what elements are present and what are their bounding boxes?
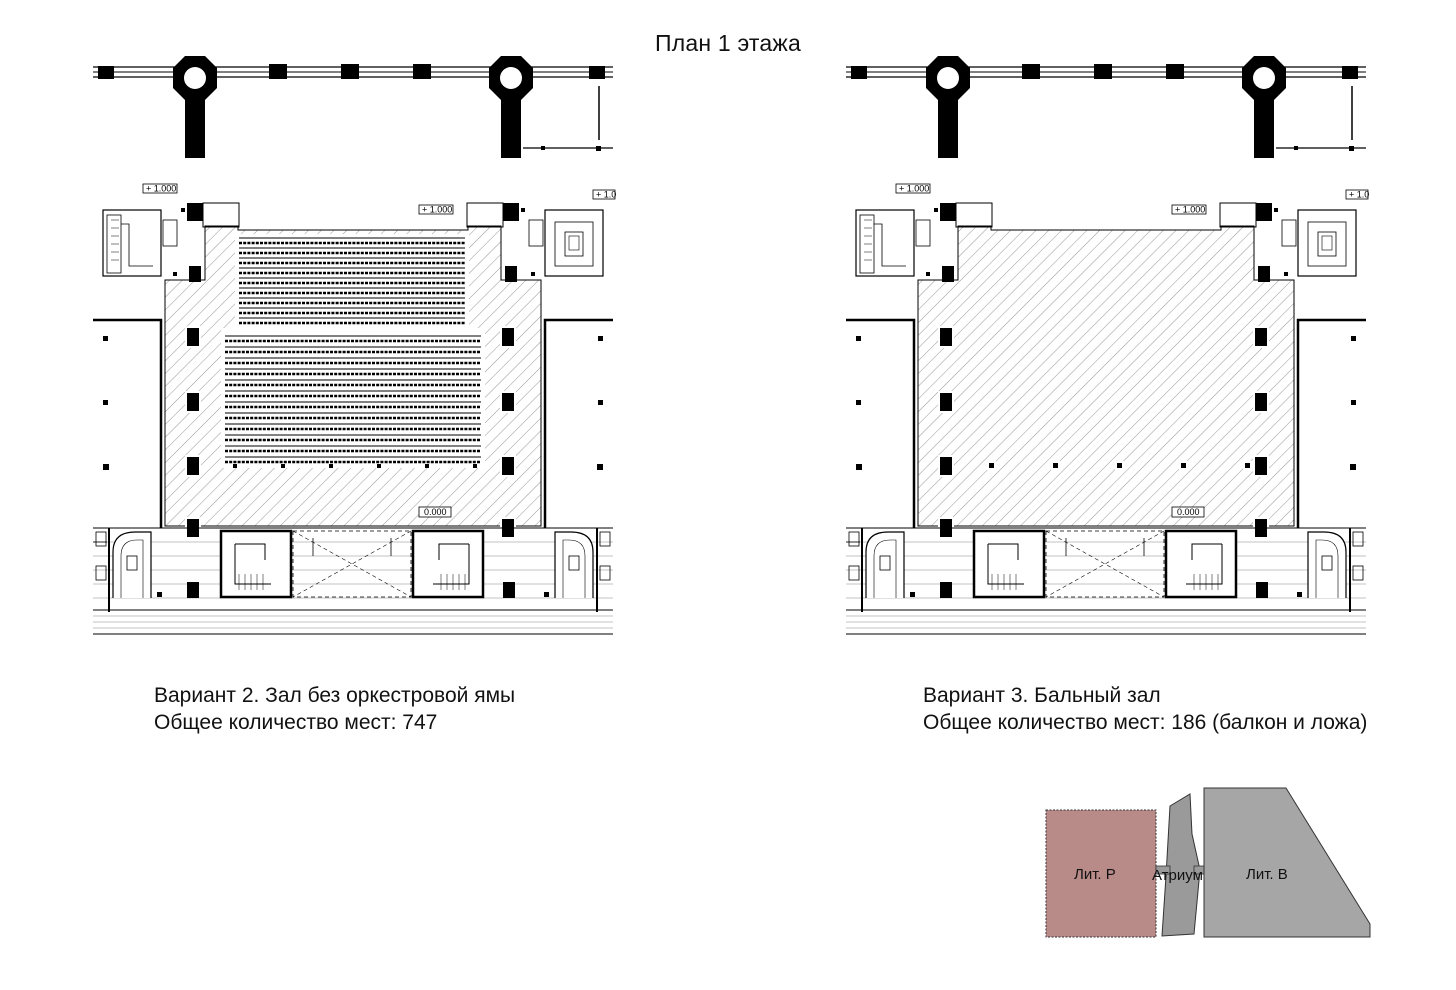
corner-stair-right xyxy=(554,528,611,612)
floor-column-mark xyxy=(1051,461,1060,470)
seat-row xyxy=(239,267,465,275)
octagonal-column-right xyxy=(1242,56,1286,158)
plan-variant-2: + 1.000 + 1.000 + 1.0 xyxy=(93,0,633,645)
seat-row xyxy=(239,307,465,315)
octagonal-column-right xyxy=(489,56,533,158)
entrance-vestibule xyxy=(292,530,412,598)
stair-core-bottom-right xyxy=(1164,529,1238,599)
seat-row xyxy=(239,257,465,265)
stair-core-top-left xyxy=(855,202,993,282)
side-foyer-right xyxy=(1296,318,1366,528)
seat-row xyxy=(239,297,465,305)
seat-count: Общее количество мест: 747 xyxy=(154,711,438,734)
seat-count: Общее количество мест: 186 (балкон и лож… xyxy=(923,711,1368,734)
lobby-columns xyxy=(910,582,1302,598)
railing xyxy=(1275,85,1366,151)
entrance-vestibule xyxy=(1045,530,1165,598)
seat-row xyxy=(225,379,481,387)
level-mark-upper: + 1.000 xyxy=(895,184,931,194)
block-label: Лит. В xyxy=(1246,866,1288,883)
seat-row xyxy=(225,456,481,464)
floor-column-mark xyxy=(987,461,996,470)
side-foyer-right xyxy=(543,318,613,528)
block-lit-v xyxy=(1203,787,1371,938)
seat-row xyxy=(225,401,481,409)
seat-row xyxy=(225,357,481,365)
stair-core-top-right xyxy=(926,202,1357,282)
caption-variant-2: Вариант 2. Зал без оркестровой ямы Общее… xyxy=(154,682,515,736)
facade-wall xyxy=(93,64,613,79)
seat-row xyxy=(225,445,481,453)
seating-block xyxy=(221,234,485,468)
level-mark-floor: 0.000 xyxy=(1171,506,1205,518)
level-mark-text: + 1.000 xyxy=(1175,205,1205,215)
hall-floor xyxy=(917,225,1295,527)
seat-row xyxy=(239,317,465,325)
level-mark-text: + 1.0 xyxy=(1349,190,1369,200)
stair-core-top-left xyxy=(102,202,240,282)
level-mark-upper: + 1.000 xyxy=(142,184,178,194)
variant-title: Вариант 3. Бальный зал xyxy=(923,684,1161,707)
caption-variant-3: Вариант 3. Бальный зал Общее количество … xyxy=(923,682,1367,736)
seat-row xyxy=(239,247,465,255)
seat-row xyxy=(239,287,465,295)
floor-column-mark xyxy=(1243,461,1252,470)
plan-variant-3: + 1.000 + 1.000 + 1.0 xyxy=(846,0,1386,645)
stair-core-bottom-right xyxy=(411,529,485,599)
stair-core-bottom-left xyxy=(219,529,293,599)
level-mark-edge: + 1.0 xyxy=(592,190,616,200)
variant-title: Вариант 2. Зал без оркестровой ямы xyxy=(154,684,516,707)
corner-stair-left xyxy=(93,528,152,612)
seat-row xyxy=(225,390,481,398)
row-end-marks xyxy=(233,464,477,468)
corner-stair-right xyxy=(1307,528,1364,612)
stair-core-top-right xyxy=(173,202,604,282)
seat-row xyxy=(225,412,481,420)
seat-row xyxy=(225,346,481,354)
level-mark-upper-right: + 1.000 xyxy=(418,205,454,215)
level-mark-text: + 1.000 xyxy=(899,184,929,194)
level-mark-text: + 1.000 xyxy=(422,205,452,215)
floor-column-mark xyxy=(1179,461,1188,470)
seating-block xyxy=(987,461,1252,470)
octagonal-column-left xyxy=(173,56,217,158)
seat-row xyxy=(239,277,465,285)
seat-row xyxy=(225,368,481,376)
side-foyer-left xyxy=(846,318,916,528)
floor-column-mark xyxy=(1115,461,1124,470)
lobby-columns xyxy=(157,582,549,598)
side-foyer-left xyxy=(93,318,163,528)
level-mark-text: + 1.000 xyxy=(146,184,176,194)
level-mark-floor: 0.000 xyxy=(418,506,452,518)
page-title: План 1 этажа xyxy=(655,30,801,56)
octagonal-column-left xyxy=(926,56,970,158)
corner-stair-left xyxy=(846,528,905,612)
railing xyxy=(522,85,613,151)
level-mark-text: + 1.0 xyxy=(596,190,616,200)
lobby-steps xyxy=(846,527,1366,635)
block-atrium xyxy=(1161,793,1201,937)
stair-core-bottom-left xyxy=(972,529,1046,599)
seat-row xyxy=(225,423,481,431)
level-mark-upper-right: + 1.000 xyxy=(1171,205,1207,215)
level-mark-edge: + 1.0 xyxy=(1345,190,1369,200)
seat-row xyxy=(239,237,465,245)
lobby-steps xyxy=(93,527,613,635)
block-label: Лит. Р xyxy=(1074,866,1116,883)
seat-row xyxy=(225,335,481,343)
seat-row xyxy=(225,434,481,442)
level-mark-text: 0.000 xyxy=(424,507,447,517)
block-label: Атриум xyxy=(1152,867,1203,884)
key-plan: Лит. Р Атриум Лит. В xyxy=(1045,787,1371,938)
level-mark-text: 0.000 xyxy=(1177,507,1200,517)
facade-wall xyxy=(846,64,1366,79)
